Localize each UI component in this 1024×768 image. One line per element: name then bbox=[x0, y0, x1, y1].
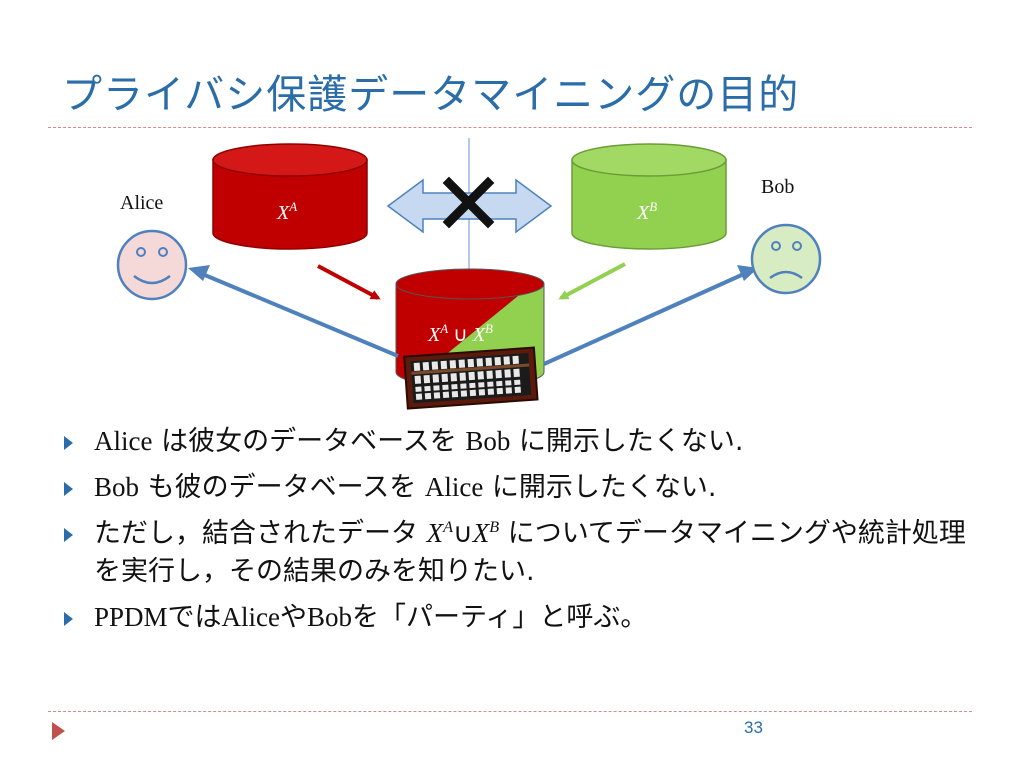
footer-divider bbox=[48, 711, 972, 712]
title-divider bbox=[48, 127, 972, 128]
slide-title: プライバシ保護データマイニングの目的 bbox=[62, 72, 800, 118]
arrow-b-to-union bbox=[558, 262, 626, 300]
database-a-label: XA bbox=[276, 199, 297, 224]
database-a-cylinder bbox=[212, 143, 368, 250]
ppdm-diagram: XA XB XA ∪ XB bbox=[116, 138, 822, 410]
result-arrow-to-alice bbox=[188, 265, 399, 358]
result-arrow-to-bob bbox=[543, 265, 758, 366]
union-label: XA ∪ XB bbox=[427, 321, 493, 346]
database-b-label: XB bbox=[636, 199, 657, 224]
bullet-item-1: Alice は彼女のデータベースを Bob に開示したくない. bbox=[60, 422, 980, 461]
abacus-icon bbox=[403, 346, 539, 410]
bullet-item-3: ただし，結合されたデータ XA∪XB についてデータマイニングや統計処理を実行し… bbox=[60, 514, 980, 591]
bullet-item-4: PPDMではAliceやBobを「パーティ」と呼ぶ。 bbox=[60, 598, 980, 637]
bullet-marker-icon bbox=[64, 436, 73, 450]
database-b-cylinder bbox=[571, 143, 727, 250]
alice-smiley-icon bbox=[116, 229, 188, 301]
bullet-marker-icon bbox=[64, 612, 73, 626]
bullet-marker-icon bbox=[64, 482, 73, 496]
bullet-list: Alice は彼女のデータベースを Bob に開示したくない. Bob も彼のデ… bbox=[60, 422, 980, 644]
bob-sad-face-icon bbox=[750, 223, 822, 295]
footer-triangle-icon bbox=[52, 722, 65, 740]
page-number: 33 bbox=[744, 718, 763, 737]
alice-label: Alice bbox=[120, 192, 163, 214]
bullet-item-2: Bob も彼のデータベースを Alice に開示したくない. bbox=[60, 468, 980, 507]
prohibited-x-icon bbox=[442, 176, 495, 229]
bullet-marker-icon bbox=[64, 528, 73, 542]
bob-label: Bob bbox=[761, 176, 794, 198]
arrow-a-to-union bbox=[317, 264, 381, 300]
